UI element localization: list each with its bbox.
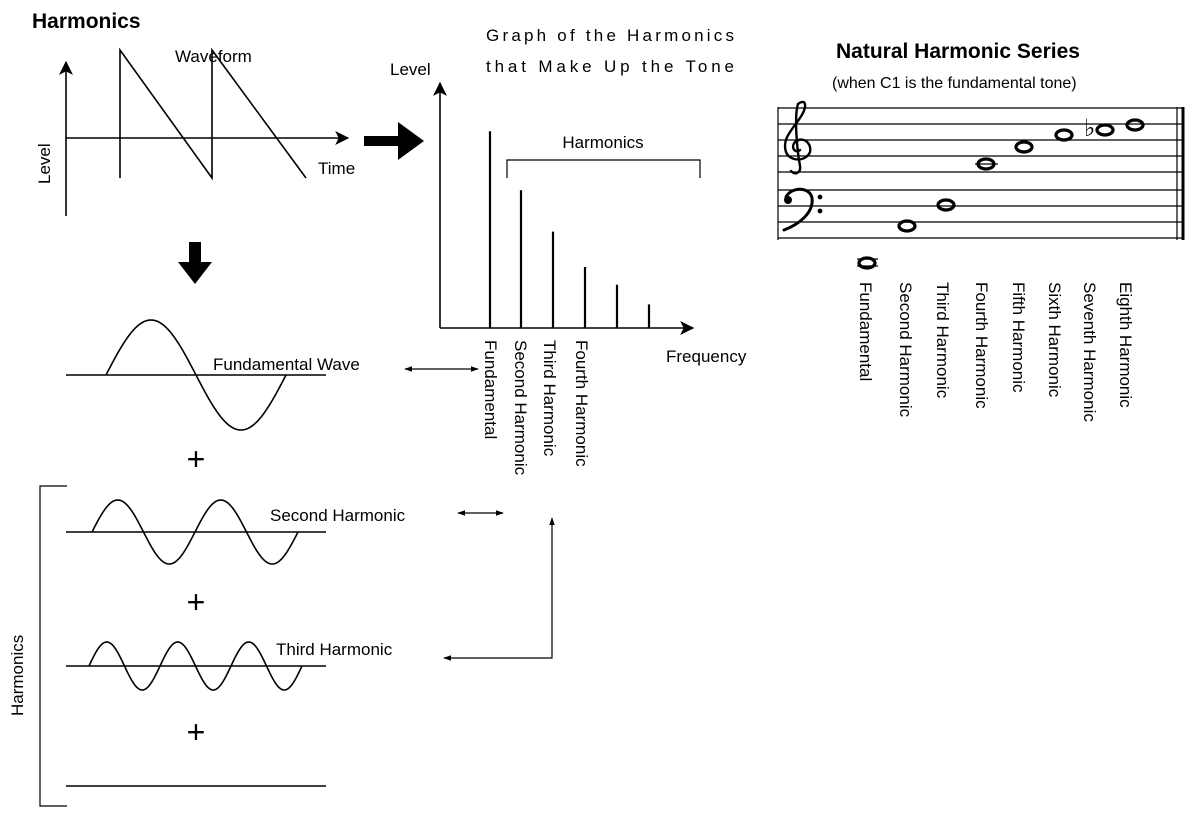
tick-label-fourth-harmonic: Fourth Harmonic <box>572 340 591 467</box>
second-harmonic-wave <box>91 499 299 565</box>
third-harmonic-wave <box>88 641 303 691</box>
sawtooth-waveform <box>119 47 307 181</box>
note-eighth-harmonic <box>1125 118 1145 132</box>
tick-label-fundamental: Fundamental <box>481 340 500 439</box>
note-third-harmonic <box>936 198 956 212</box>
grand-staff <box>777 107 1185 240</box>
right-arrow-icon <box>364 122 424 160</box>
tick-label-third-harmonic: Third Harmonic <box>540 340 559 457</box>
graph-title-line1: Graph of the Harmonics <box>486 26 734 45</box>
note-fourth-harmonic <box>975 157 998 171</box>
graph-harmonics-label: Harmonics <box>562 133 643 152</box>
note-sixth-harmonic <box>1054 128 1074 142</box>
series-title: Natural Harmonic Series <box>836 40 1080 63</box>
plus-sign: + <box>187 584 206 620</box>
plus-sign: + <box>187 441 206 477</box>
plus-sign: + <box>187 714 206 750</box>
series-label-fifth-harmonic: Fifth Harmonic <box>1009 282 1028 393</box>
series-subtitle: (when C1 is the fundamental tone) <box>832 75 1077 92</box>
note-fundamental <box>857 256 878 270</box>
third-harmonic-label: Third Harmonic <box>276 640 393 659</box>
note-seventh-harmonic: ♭ <box>1084 115 1115 142</box>
series-label-second-harmonic: Second Harmonic <box>896 282 915 418</box>
graph-harmonics-bracket <box>506 159 701 178</box>
series-label-fourth-harmonic: Fourth Harmonic <box>972 282 991 409</box>
harmonics-bracket <box>39 485 67 807</box>
third-harmonic-link-arrow <box>443 517 555 661</box>
note-fifth-harmonic <box>1014 140 1034 154</box>
harmonics-title: Harmonics <box>32 10 141 33</box>
series-label-sixth-harmonic: Sixth Harmonic <box>1045 282 1064 398</box>
harmonics-bracket-label: Harmonics <box>8 635 27 716</box>
spectrum-bars <box>488 131 651 328</box>
waveform-level-label: Level <box>35 143 54 184</box>
series-label-seventh-harmonic: Seventh Harmonic <box>1080 282 1099 422</box>
bass-clef-icon <box>782 187 823 232</box>
graph-xlabel: Frequency <box>666 347 747 366</box>
down-arrow-icon <box>178 242 212 284</box>
series-label-eighth-harmonic: Eighth Harmonic <box>1116 282 1135 408</box>
flat-sign-icon: ♭ <box>1084 115 1095 142</box>
series-label-third-harmonic: Third Harmonic <box>933 282 952 399</box>
second-harmonic-label: Second Harmonic <box>270 506 406 525</box>
series-label-fundamental: Fundamental <box>856 282 875 381</box>
fundamental-wave-label: Fundamental Wave <box>213 355 360 374</box>
treble-clef-icon <box>783 100 812 175</box>
graph-ylabel: Level <box>390 60 431 79</box>
time-label: Time <box>318 159 355 178</box>
tick-label-second-harmonic: Second Harmonic <box>511 340 530 476</box>
note-second-harmonic <box>897 219 917 233</box>
graph-title-line2: that Make Up the Tone <box>486 57 734 76</box>
waveform-label: Waveform <box>175 47 252 66</box>
fundamental-wave <box>105 319 287 431</box>
